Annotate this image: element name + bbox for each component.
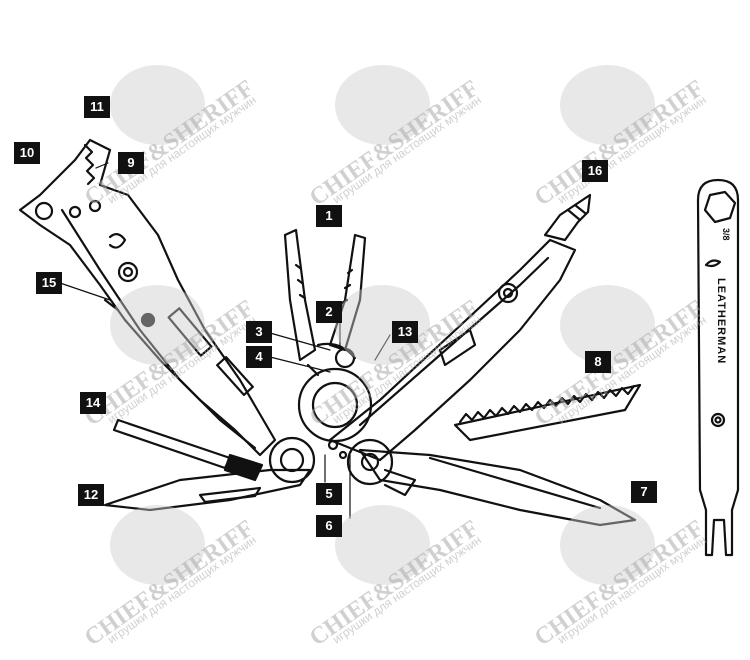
callout-5: 5 (316, 483, 342, 505)
callout-9: 9 (118, 152, 144, 174)
callout-3: 3 (246, 321, 272, 343)
pivots (268, 436, 417, 497)
file-tool (112, 418, 264, 482)
callout-6: 6 (316, 515, 342, 537)
wrench-brand-label: LEATHERMAN (715, 278, 727, 365)
pliers (283, 228, 373, 443)
callout-15: 15 (36, 272, 62, 294)
callout-10: 10 (14, 142, 40, 164)
leader-lines (59, 162, 391, 519)
callout-13: 13 (392, 321, 418, 343)
knife-blade (358, 448, 637, 527)
callout-11: 11 (84, 96, 110, 118)
key-wrench (696, 178, 740, 557)
callout-1: 1 (316, 205, 342, 227)
callout-14: 14 (80, 392, 106, 414)
wrench-size-label: 3/8 (721, 228, 731, 241)
left-blade (103, 468, 312, 512)
callout-2: 2 (316, 301, 342, 323)
right-handle (328, 238, 577, 462)
screwdriver-bit (543, 193, 592, 242)
callout-12: 12 (78, 484, 104, 506)
left-handle (18, 138, 277, 457)
callout-16: 16 (582, 160, 608, 182)
saw-blade (453, 383, 642, 442)
callout-8: 8 (585, 351, 611, 373)
callout-7: 7 (631, 481, 657, 503)
callout-4: 4 (246, 346, 272, 368)
